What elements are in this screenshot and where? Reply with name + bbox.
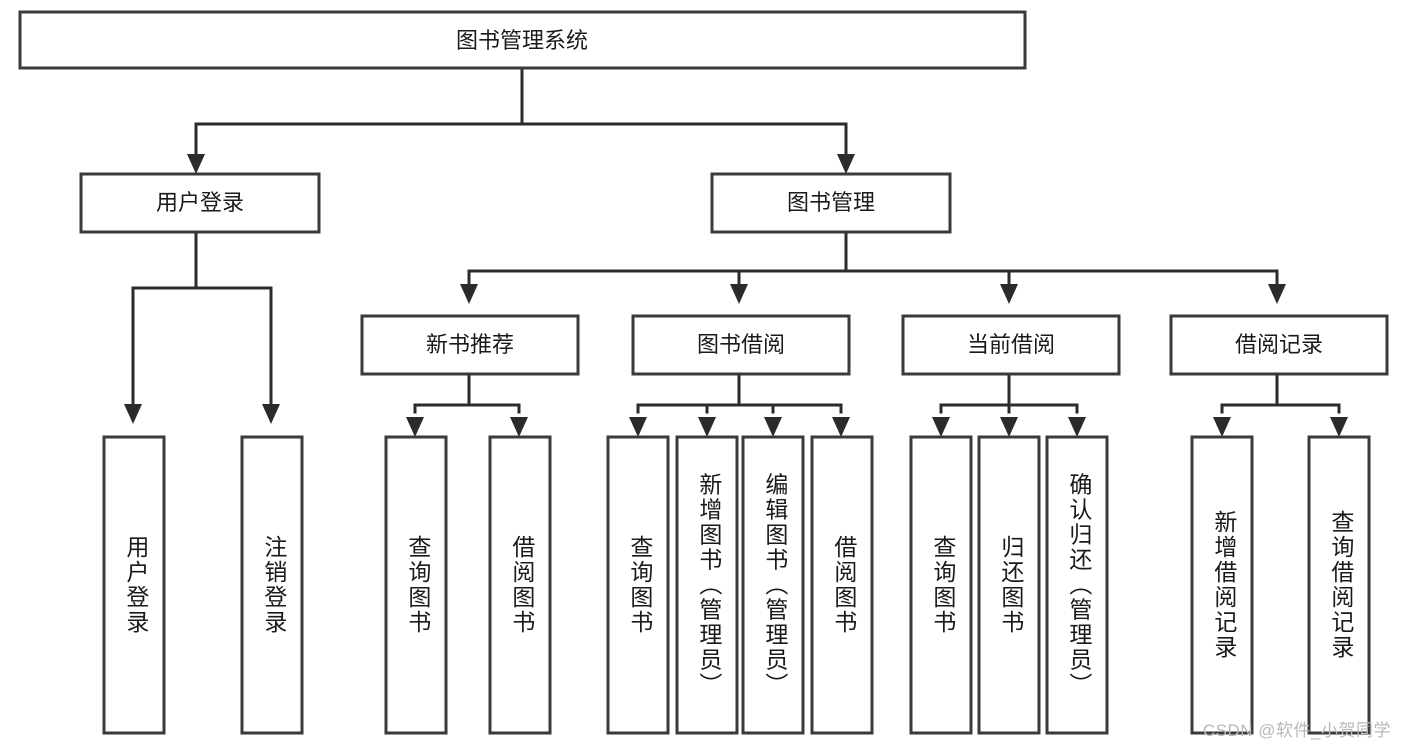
node-new-book-recommend[interactable]: 新书推荐 bbox=[360, 314, 580, 376]
connector-root-to-level2 bbox=[187, 66, 855, 174]
node-new-book-recommend-label: 新书推荐 bbox=[426, 332, 514, 357]
node-root[interactable]: 图书管理系统 bbox=[18, 10, 1027, 70]
node-user-login-label: 用户登录 bbox=[156, 190, 244, 215]
connector-current-borrow-to-leaves bbox=[932, 372, 1086, 437]
leaf-logout-label: 注销登录 bbox=[261, 535, 288, 635]
leaf-logout[interactable]: 注销登录 bbox=[240, 435, 304, 735]
node-current-borrow-label: 当前借阅 bbox=[967, 332, 1055, 357]
leaf-borrow-book-2[interactable]: 借阅图书 bbox=[810, 435, 874, 735]
leaf-borrow-book-1[interactable]: 借阅图书 bbox=[488, 435, 552, 735]
connector-book-borrow-to-leaves bbox=[629, 372, 850, 437]
node-current-borrow[interactable]: 当前借阅 bbox=[901, 314, 1121, 376]
node-book-manage-label: 图书管理 bbox=[787, 190, 875, 215]
node-book-borrow[interactable]: 图书借阅 bbox=[631, 314, 851, 376]
leaf-query-book-2-label: 查询图书 bbox=[627, 535, 654, 635]
leaf-add-book[interactable]: 新增图书（管理员） bbox=[675, 435, 739, 735]
node-book-borrow-label: 图书借阅 bbox=[697, 332, 785, 357]
leaf-borrow-book-2-label: 借阅图书 bbox=[831, 535, 858, 635]
leaf-user-login-label: 用户登录 bbox=[123, 535, 150, 635]
leaf-return-book-label: 归还图书 bbox=[998, 535, 1025, 635]
leaf-query-book-1-label: 查询图书 bbox=[405, 535, 432, 635]
leaf-query-record[interactable]: 查询借阅记录 bbox=[1307, 435, 1371, 735]
connector-new-book-rec-to-leaves bbox=[406, 372, 528, 437]
leaf-query-record-label: 查询借阅记录 bbox=[1328, 510, 1355, 660]
node-user-login[interactable]: 用户登录 bbox=[79, 172, 321, 234]
leaf-confirm-return-label: 确认归还（管理员） bbox=[1066, 473, 1093, 698]
leaf-edit-book-label: 编辑图书（管理员） bbox=[762, 473, 789, 698]
leaf-add-record[interactable]: 新增借阅记录 bbox=[1190, 435, 1254, 735]
leaf-borrow-book-1-label: 借阅图书 bbox=[509, 535, 536, 635]
leaf-add-record-label: 新增借阅记录 bbox=[1211, 510, 1238, 660]
node-book-manage[interactable]: 图书管理 bbox=[710, 172, 952, 234]
leaf-user-login[interactable]: 用户登录 bbox=[102, 435, 166, 735]
node-borrow-record-label: 借阅记录 bbox=[1235, 332, 1323, 357]
leaf-return-book[interactable]: 归还图书 bbox=[977, 435, 1041, 735]
connector-user-login-to-leaves bbox=[124, 230, 280, 424]
leaf-query-book-3[interactable]: 查询图书 bbox=[909, 435, 973, 735]
leaf-add-book-label: 新增图书（管理员） bbox=[696, 473, 723, 698]
leaf-confirm-return[interactable]: 确认归还（管理员） bbox=[1045, 435, 1109, 735]
node-borrow-record[interactable]: 借阅记录 bbox=[1169, 314, 1389, 376]
node-root-label: 图书管理系统 bbox=[456, 28, 588, 53]
leaf-query-book-3-label: 查询图书 bbox=[930, 535, 957, 635]
leaf-query-book-1[interactable]: 查询图书 bbox=[384, 435, 448, 735]
leaf-query-book-2[interactable]: 查询图书 bbox=[606, 435, 670, 735]
connector-book-manage-to-level3 bbox=[460, 230, 1286, 304]
connector-borrow-record-to-leaves bbox=[1213, 372, 1348, 437]
leaf-edit-book[interactable]: 编辑图书（管理员） bbox=[741, 435, 805, 735]
